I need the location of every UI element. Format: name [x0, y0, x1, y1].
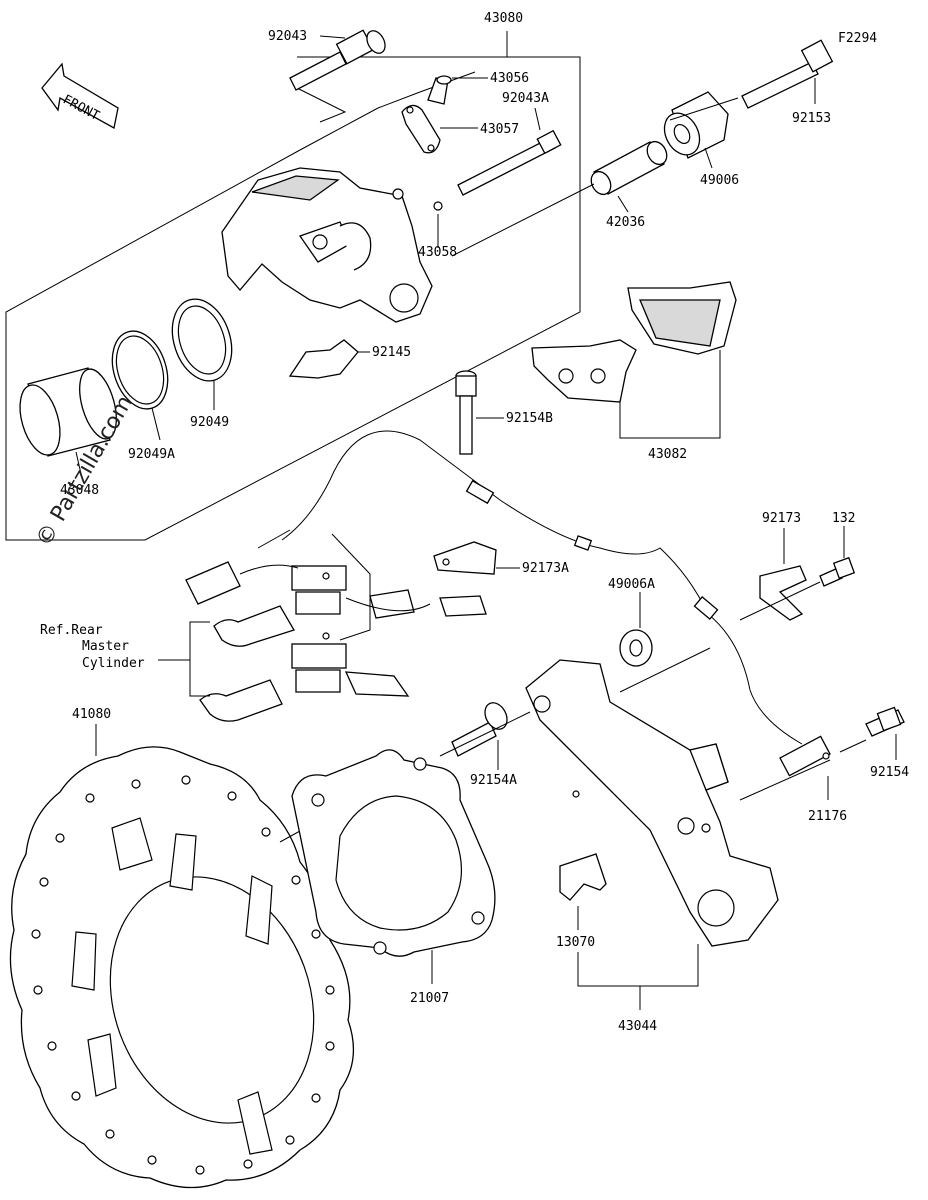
bolt-92154B — [455, 370, 477, 455]
bleeder-valve-43056 — [427, 75, 452, 105]
brake-hose-assembly — [185, 529, 487, 722]
piston-seal-92049 — [171, 298, 233, 382]
label-132: 132 — [832, 511, 855, 526]
label-13070: 13070 — [556, 935, 595, 950]
brake-caliper-body — [221, 167, 433, 323]
pad-spring-92145 — [288, 339, 359, 379]
abs-sensor-21176 — [779, 735, 831, 777]
clamp-92173A — [433, 541, 497, 575]
label-43058: 43058 — [418, 245, 457, 260]
sensor-bracket-92173 — [759, 565, 807, 621]
bolt-92153 — [741, 39, 834, 109]
label-92173A: 92173A — [522, 561, 569, 576]
label-92049: 92049 — [190, 415, 229, 430]
ref-note-line-2: Master — [82, 639, 129, 654]
collar-49006A — [619, 629, 653, 667]
bleeder-cap-43057 — [401, 104, 441, 154]
pin-92043A — [457, 129, 562, 196]
label-92173: 92173 — [762, 511, 801, 526]
sleeve-42036 — [590, 140, 668, 196]
label-92154: 92154 — [870, 765, 909, 780]
label-49006: 49006 — [700, 173, 739, 188]
bolt-132 — [819, 556, 856, 587]
label-21176: 21176 — [808, 809, 847, 824]
reference-note: Ref.Rear Master Cylinder — [40, 623, 145, 671]
label-92153: 92153 — [792, 111, 831, 126]
seal-43058 — [433, 201, 443, 211]
label-43080: 43080 — [484, 11, 523, 26]
label-43056: 43056 — [490, 71, 529, 86]
front-arrow-icon: FRONT — [41, 62, 119, 130]
label-92145: 92145 — [372, 345, 411, 360]
ref-note-line-1: Ref.Rear — [40, 623, 103, 638]
ref-note-line-3: Cylinder — [82, 656, 145, 671]
brake-pads-43082 — [531, 281, 737, 403]
label-92043A: 92043A — [502, 91, 549, 106]
brake-disc-41080 — [9, 746, 354, 1189]
label-49006A: 49006A — [608, 577, 655, 592]
bolt-92154A — [451, 702, 508, 757]
label-92154B: 92154B — [506, 411, 553, 426]
bolt-92043 — [289, 29, 386, 91]
abs-rotor-21007 — [291, 749, 496, 957]
collar-49006 — [663, 91, 729, 159]
label-43057: 43057 — [480, 122, 519, 137]
caliper-bracket — [525, 659, 779, 947]
pad-spring-13070 — [559, 853, 607, 901]
label-43082: 43082 — [648, 447, 687, 462]
label-21007: 21007 — [410, 991, 449, 1006]
label-43048: 43048 — [60, 483, 99, 498]
dust-seal-92049A — [111, 330, 169, 410]
diagram-id: F2294 — [838, 31, 877, 46]
bolt-92154 — [865, 706, 905, 737]
wire-grommets — [465, 479, 719, 620]
label-92049A: 92049A — [128, 447, 175, 462]
label-92154A: 92154A — [470, 773, 517, 788]
label-42036: 42036 — [606, 215, 645, 230]
label-41080: 41080 — [72, 707, 111, 722]
label-92043: 92043 — [268, 29, 307, 44]
label-43044: 43044 — [618, 1019, 657, 1034]
piston-43048 — [19, 367, 117, 457]
